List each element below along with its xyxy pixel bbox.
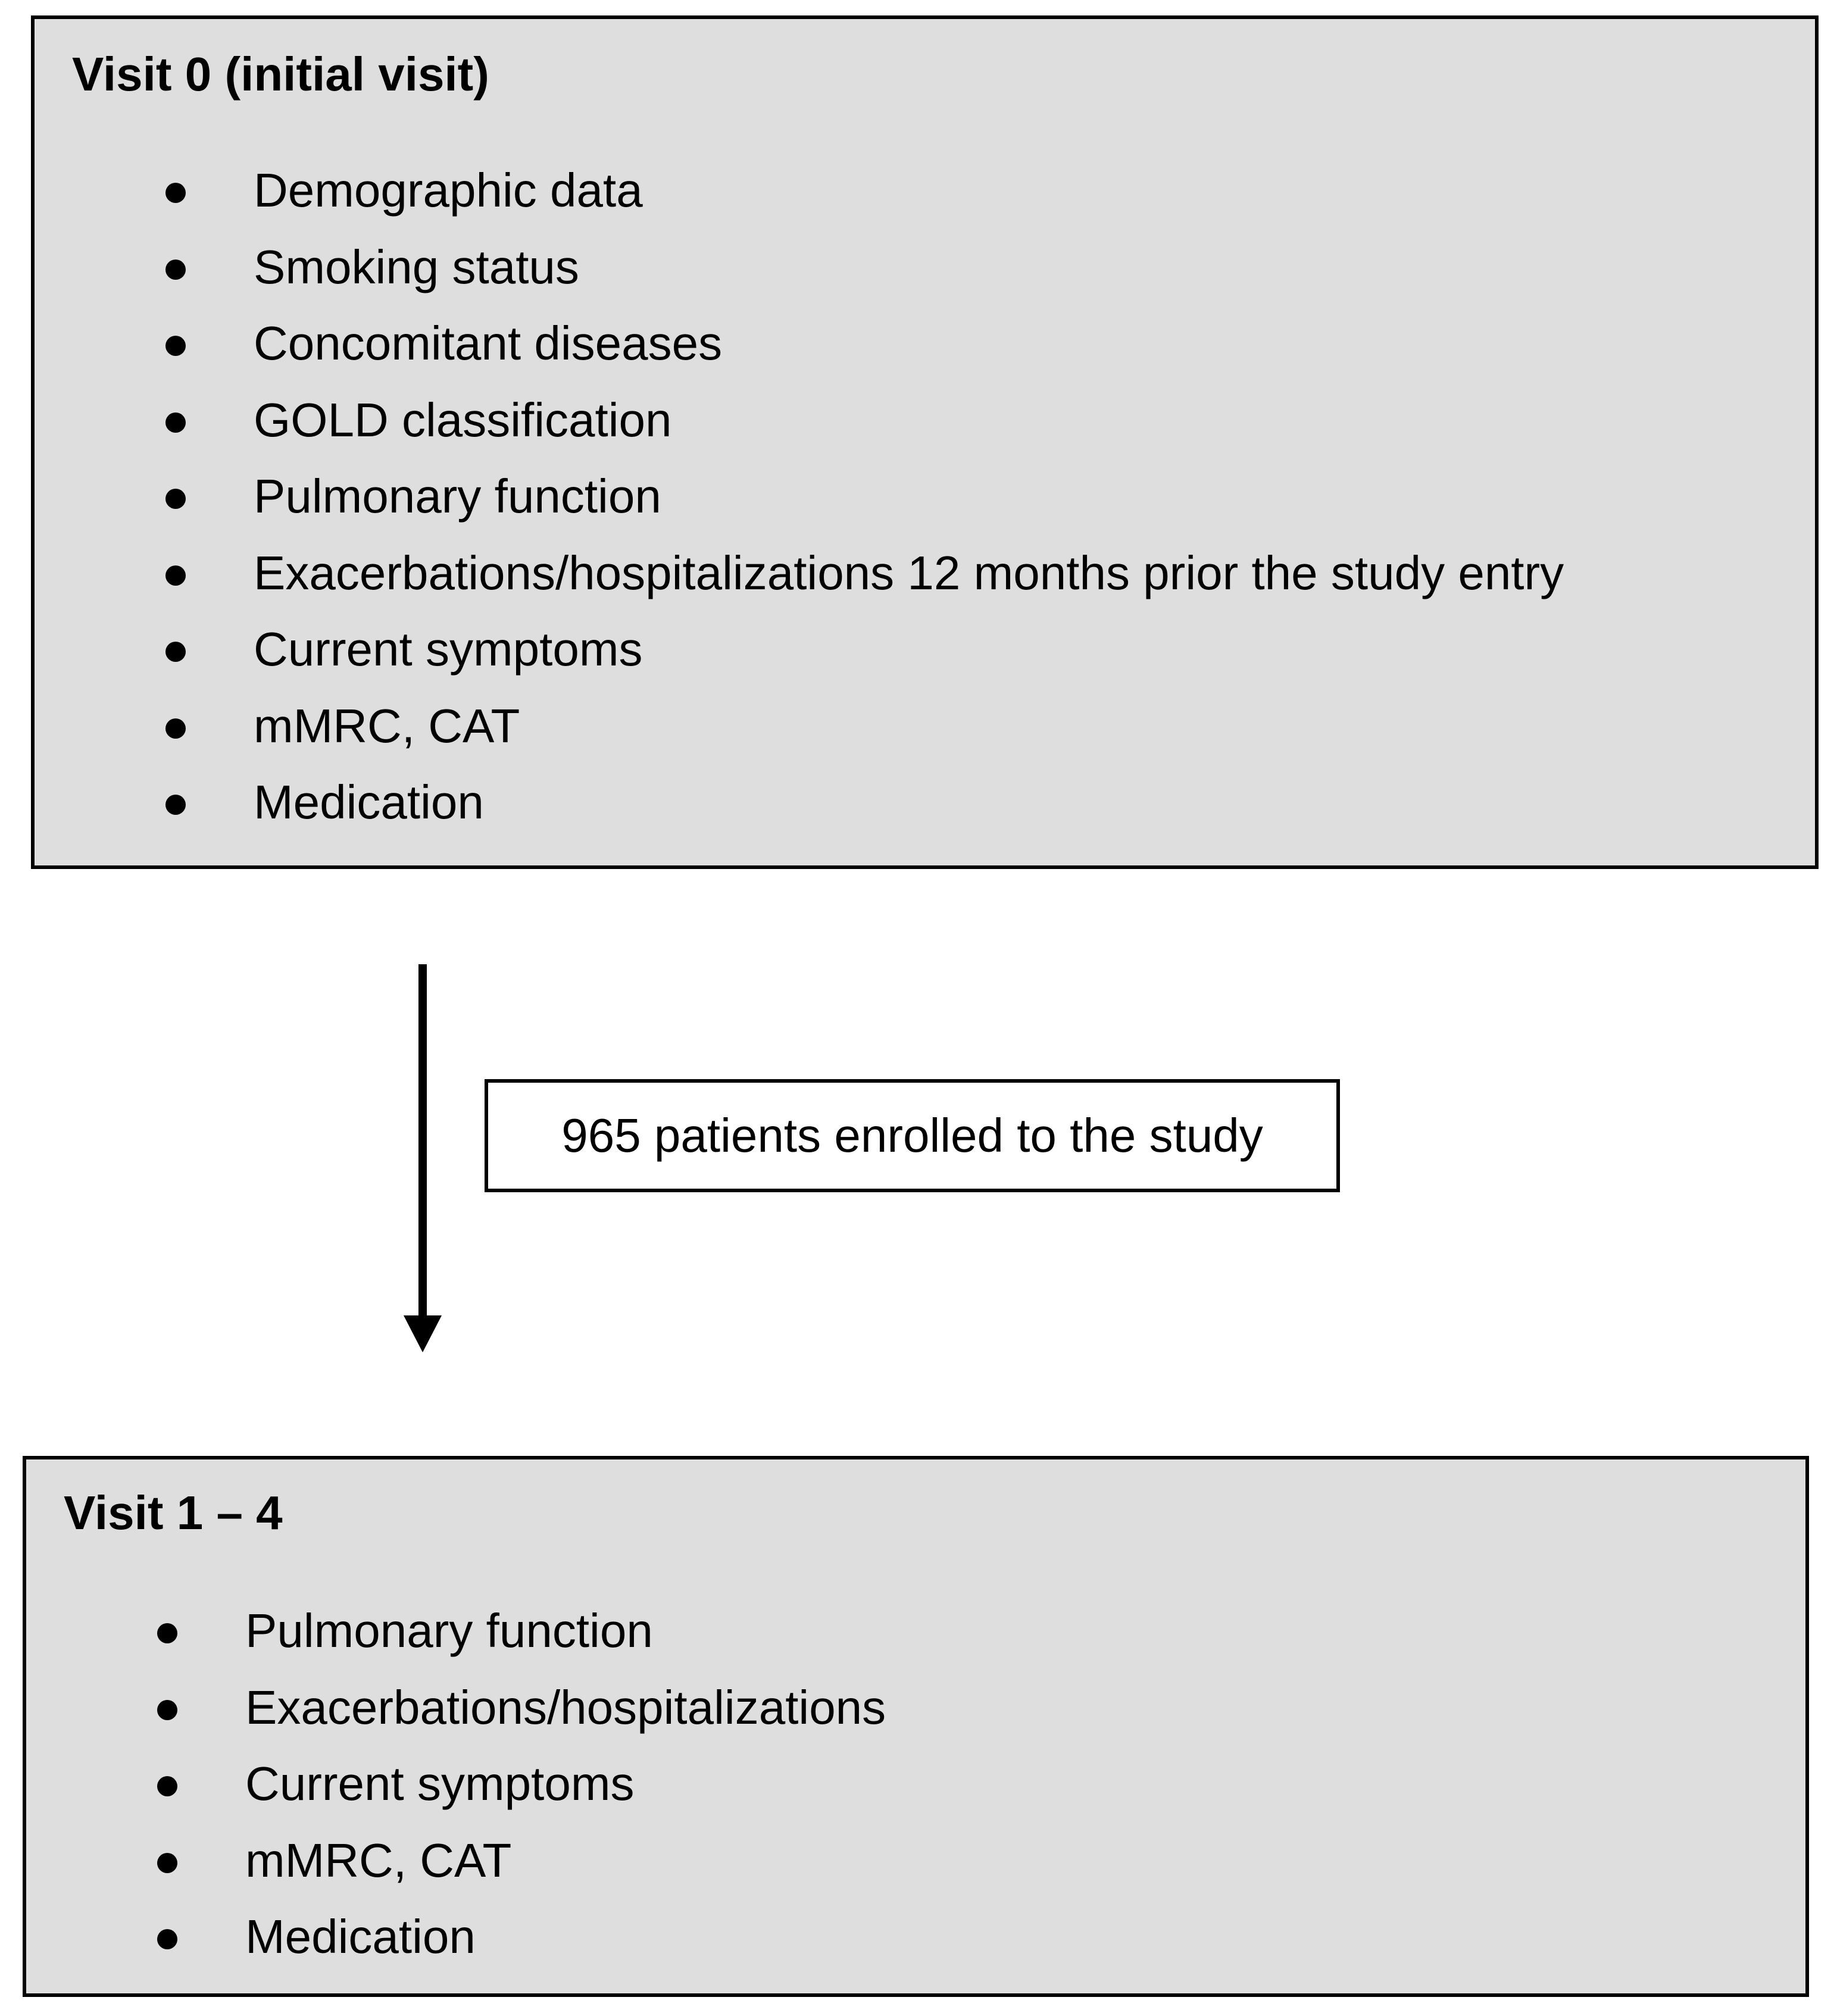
bullet-icon (165, 642, 186, 662)
visit-0-title: Visit 0 (initial visit) (72, 48, 489, 101)
list-item-text: Current symptoms (254, 623, 643, 676)
bullet-icon (157, 1776, 177, 1796)
list-item-text: Medication (254, 776, 484, 829)
bullet-icon (165, 259, 186, 280)
bullet-icon (165, 718, 186, 739)
list-item-text: mMRC, CAT (245, 1833, 512, 1887)
arrow-head (404, 1315, 442, 1352)
list-item-text: Pulmonary function (245, 1604, 653, 1657)
list-item-text: Demographic data (254, 164, 643, 217)
down-arrow-icon (404, 964, 442, 1352)
visit-0-panel: Visit 0 (initial visit) Demographic data… (31, 15, 1819, 869)
list-item-text: Exacerbations/hospitalizations (245, 1680, 886, 1734)
list-item-text: Medication (245, 1910, 476, 1963)
list-item-text: Current symptoms (245, 1757, 635, 1810)
bullet-icon (165, 795, 186, 815)
enrollment-box: 965 patients enrolled to the study (485, 1079, 1340, 1192)
arrow-shaft (418, 964, 427, 1321)
bullet-icon (165, 565, 186, 586)
bullet-icon (157, 1852, 177, 1873)
list-item-text: mMRC, CAT (254, 699, 520, 752)
bullet-icon (157, 1929, 177, 1949)
bullet-icon (165, 336, 186, 356)
bullet-icon (157, 1699, 177, 1720)
list-item-text: Concomitant diseases (254, 317, 723, 370)
list-item-text: Exacerbations/hospitalizations 12 months… (254, 546, 1564, 599)
list-item-text: Smoking status (254, 240, 579, 293)
bullet-icon (157, 1623, 177, 1643)
enrollment-label: 965 patients enrolled to the study (561, 1109, 1263, 1162)
bullet-icon (165, 412, 186, 433)
list-item-text: GOLD classification (254, 393, 672, 446)
visit-1-4-panel: Visit 1 – 4 Pulmonary function Exacerbat… (23, 1456, 1809, 1997)
bullet-icon (165, 183, 186, 203)
visit-1-4-title: Visit 1 – 4 (64, 1486, 283, 1539)
bullet-icon (165, 489, 186, 509)
list-item-text: Pulmonary function (254, 470, 661, 523)
